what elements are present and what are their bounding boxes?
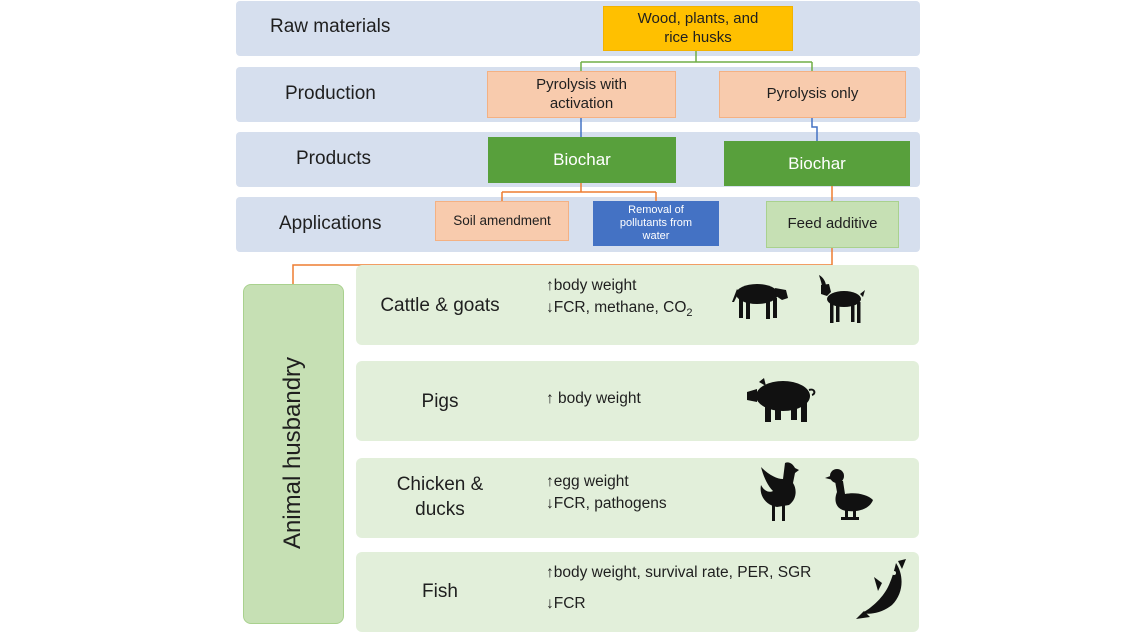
cattle-effect-2: ↓FCR, methane, CO2 (546, 297, 693, 322)
duck-icon (825, 469, 873, 520)
chicken-ducks-label-line1: Chicken & (396, 474, 484, 495)
biochar-box-left: Biochar (488, 137, 676, 183)
chicken-ducks-panel (356, 458, 919, 538)
pigs-effects: ↑ body weight (546, 388, 641, 410)
connector-raw-production (580, 51, 813, 71)
cattle-effect-2-text: ↓FCR, methane, CO (546, 299, 687, 317)
cow-icon (732, 284, 788, 319)
row-label-products: Products (296, 148, 371, 169)
cattle-effects: ↑body weight ↓FCR, methane, CO2 (546, 275, 693, 323)
animal-husbandry-label: Animal husbandry (279, 356, 306, 550)
raw-materials-band (236, 1, 920, 56)
pyrolysis-only-box: Pyrolysis only (719, 71, 906, 118)
cattle-effect-2-subscript: 2 (686, 307, 693, 320)
chicken-ducks-label-line2: ducks (415, 498, 465, 520)
cattle-goats-label: Cattle & goats (380, 295, 500, 316)
pollutant-removal-box: Removal of pollutants from water (593, 201, 719, 246)
pigs-label: Pigs (421, 391, 459, 412)
fish-effects: ↑body weight, survival rate, PER, SGR ↓F… (546, 565, 811, 611)
connector-products-applications-left (501, 183, 657, 201)
chicken-ducks-label: Chicken & ducks (355, 473, 525, 522)
row-label-applications: Applications (279, 213, 382, 234)
biochar-box-right: Biochar (724, 141, 910, 186)
pigs-effect-1: ↑ body weight (546, 390, 641, 407)
cattle-effect-1: ↑body weight (546, 277, 637, 294)
row-label-production: Production (285, 83, 376, 104)
fish-panel (356, 552, 919, 632)
connector-production-products-right (811, 118, 818, 141)
fish-icon (856, 559, 906, 619)
chicken-effect-1: ↑egg weight (546, 473, 629, 490)
rooster-icon (760, 462, 799, 521)
pigs-panel (356, 361, 919, 441)
animal-husbandry-panel (243, 284, 344, 624)
fish-effect-2: ↓FCR (546, 594, 586, 612)
fish-effect-1: ↑body weight, survival rate, PER, SGR (546, 564, 812, 581)
fish-label: Fish (422, 581, 458, 602)
chicken-effect-2: ↓FCR, pathogens (546, 495, 667, 513)
pig-icon (747, 378, 816, 422)
raw-material-box: Wood, plants, and rice husks (603, 6, 793, 51)
cattle-goats-panel (356, 265, 919, 345)
pyrolysis-activation-box: Pyrolysis with activation (487, 71, 676, 118)
row-label-raw-materials: Raw materials (270, 16, 391, 37)
feed-additive-box: Feed additive (766, 201, 899, 248)
goat-icon (819, 275, 865, 323)
soil-amendment-box: Soil amendment (435, 201, 569, 241)
chicken-effects: ↑egg weight ↓FCR, pathogens (546, 471, 667, 516)
